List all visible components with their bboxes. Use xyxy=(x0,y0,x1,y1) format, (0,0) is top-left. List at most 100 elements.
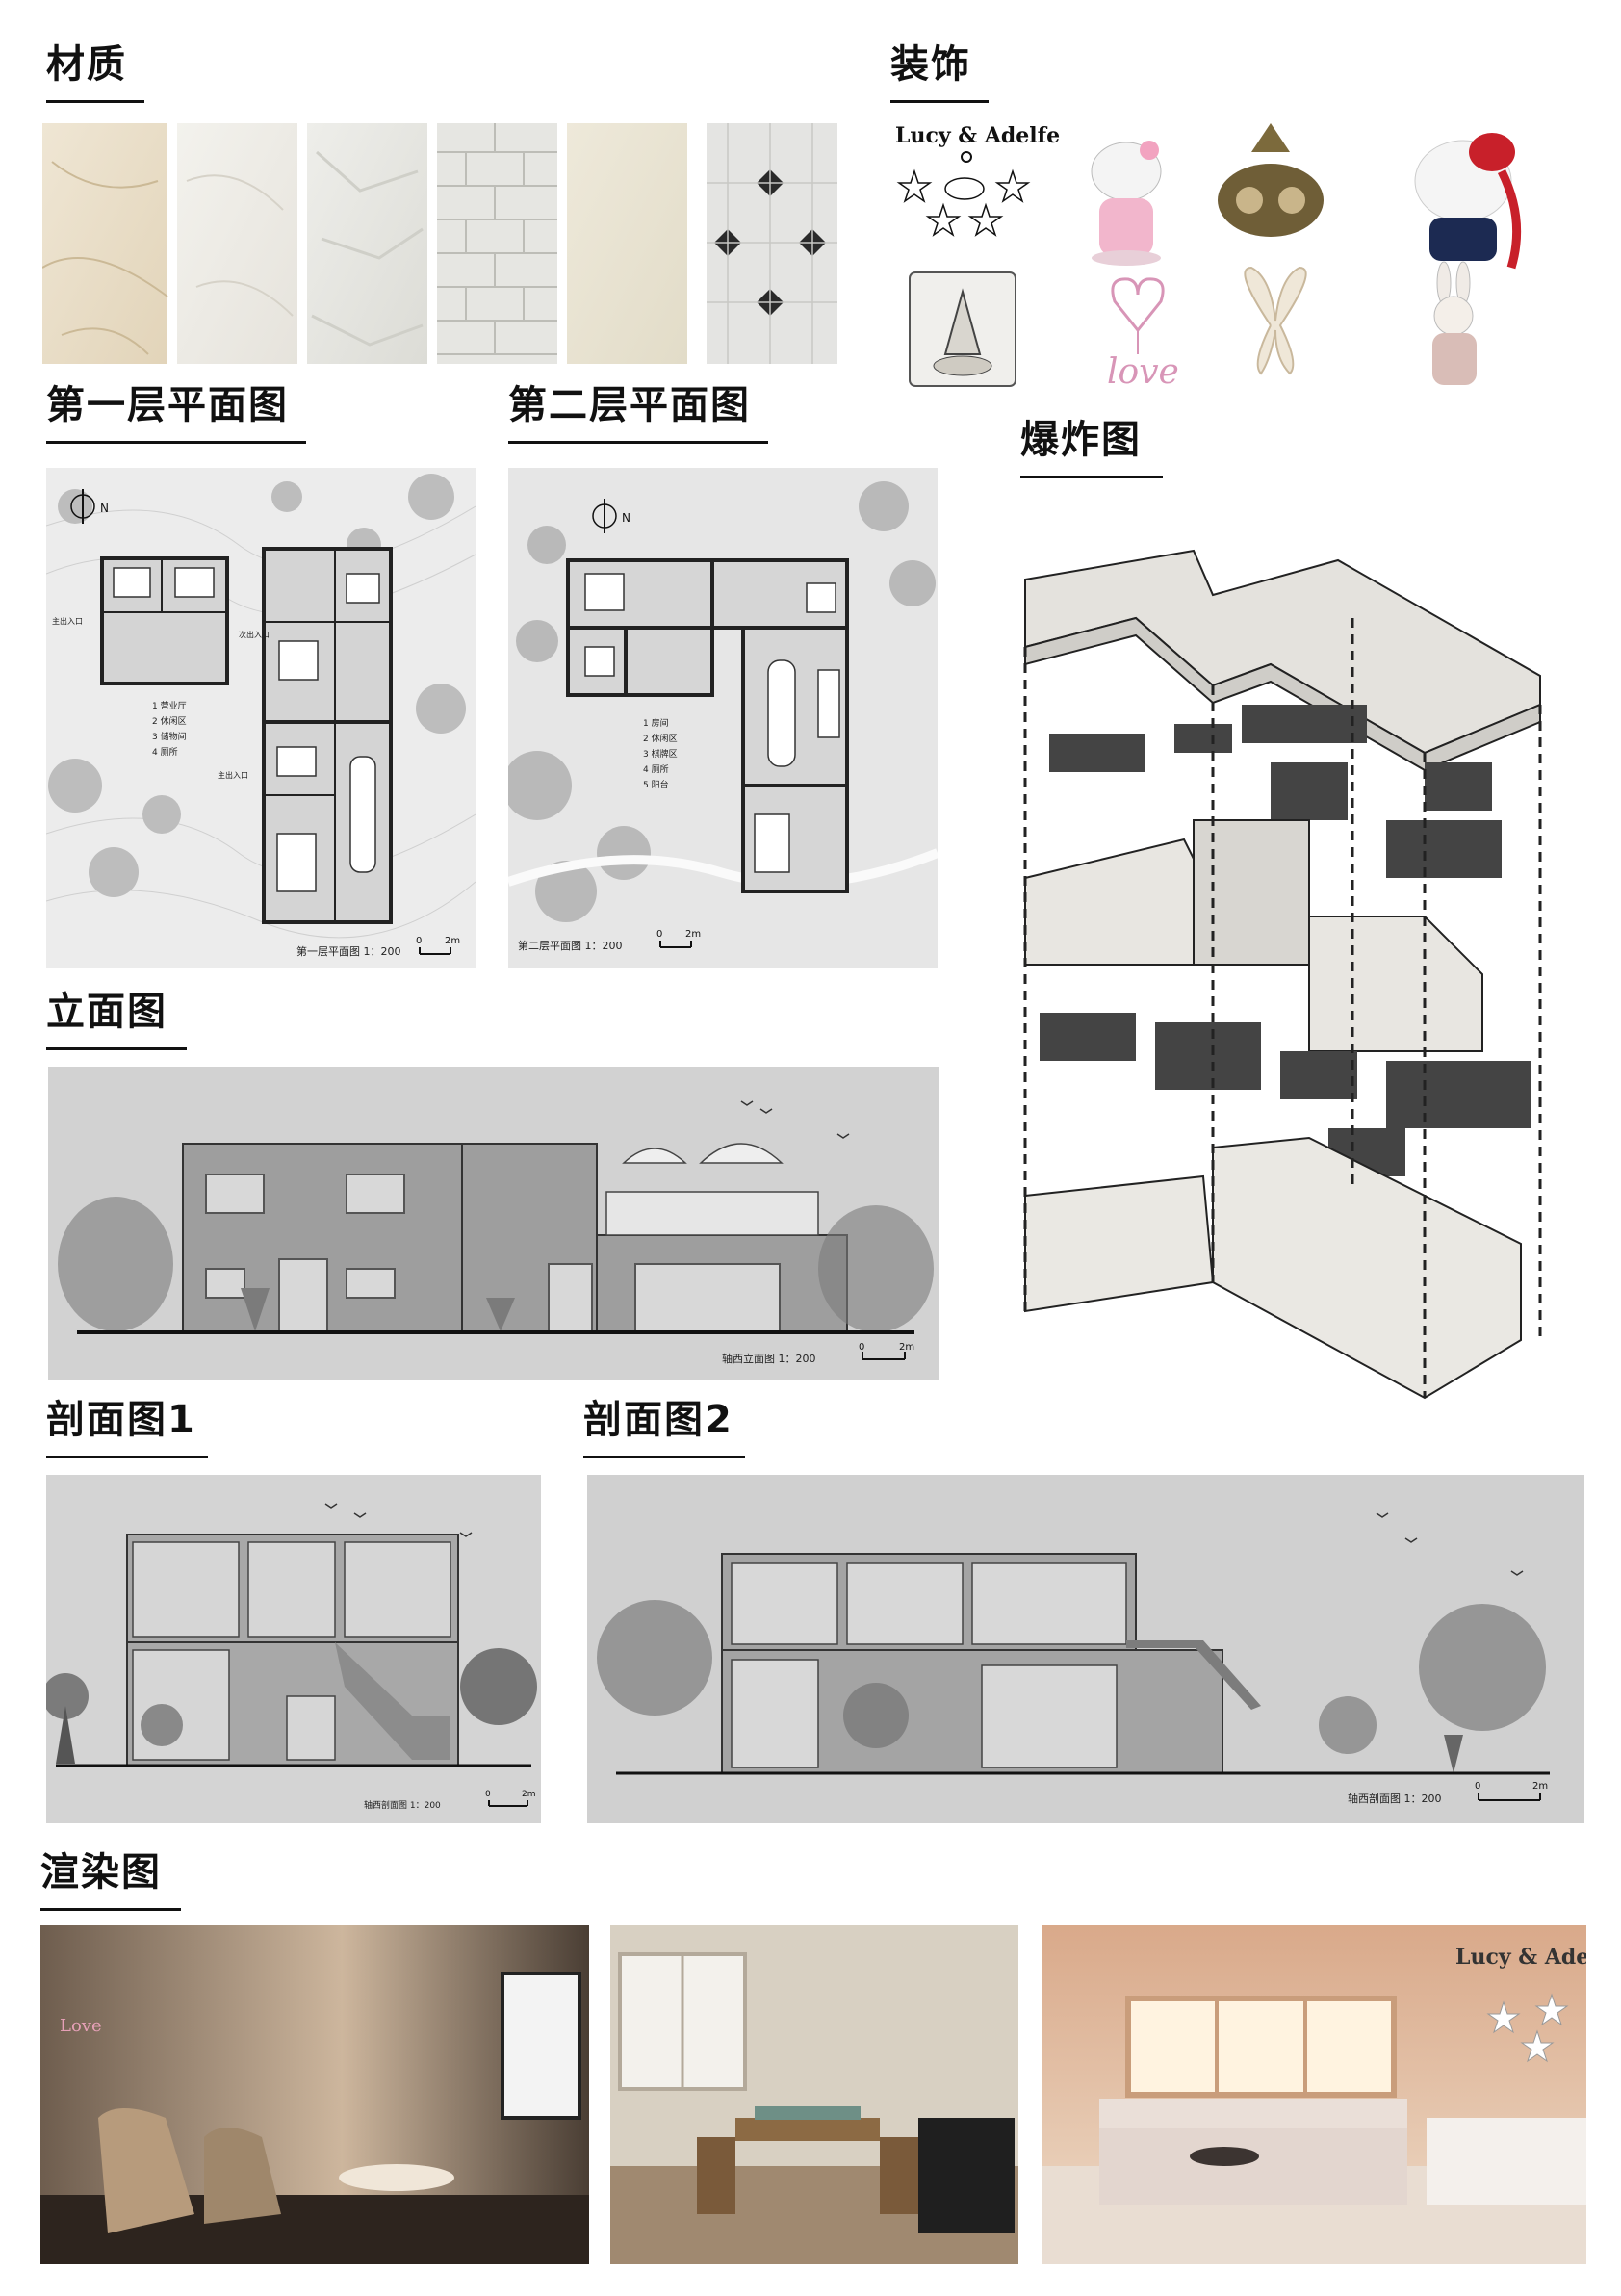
exploded-diagram xyxy=(1020,512,1559,1456)
svg-text:2m: 2m xyxy=(685,929,701,940)
kitty-plush-red-bow xyxy=(1414,133,1522,270)
floor2-path xyxy=(508,848,938,889)
side-table xyxy=(339,2164,454,2191)
materials-underline xyxy=(46,100,144,103)
material-brick-white xyxy=(437,123,557,364)
svg-text:2m: 2m xyxy=(899,1342,914,1353)
section1-trees xyxy=(46,1648,537,1764)
exploded-underline xyxy=(1020,476,1163,478)
section1-stair xyxy=(335,1642,450,1760)
wall-stars xyxy=(1486,1993,1569,2063)
renders-heading: 渲染图 xyxy=(40,1850,162,1895)
floor2-trees xyxy=(508,481,936,922)
render-massage-room: Love xyxy=(40,1925,589,2264)
floor1-caption: 第一层平面图 1：200 xyxy=(296,944,401,958)
section1-drawing: 轴西剖面图 1：200 0 2m xyxy=(46,1475,541,1823)
render-game-room xyxy=(610,1925,1018,2264)
floor1-scale-bar: 0 2m xyxy=(416,936,460,955)
floor2-furniture xyxy=(584,573,840,873)
floor1-building xyxy=(100,547,393,924)
love-neon-sign: love xyxy=(1107,277,1179,392)
butterfly-wall-decoration xyxy=(1244,266,1307,375)
decoration-items: Lucy & Adelfe xyxy=(886,114,1579,402)
svg-text:0: 0 xyxy=(1475,1781,1480,1792)
projector-screen xyxy=(501,1972,581,2120)
floor1-underline xyxy=(46,441,306,444)
section2-heading: 剖面图2 xyxy=(583,1398,733,1442)
svg-text:0: 0 xyxy=(656,929,662,940)
floor2-plan: N 1 房间 2 休闲区 3 棋牌区 4 厕所 5 阳台 第二层平面图 1：20… xyxy=(508,468,938,968)
section1-caption: 轴西剖面图 1：200 xyxy=(364,1799,441,1811)
lucy-sign-text: Lucy & Adelfe xyxy=(895,123,1060,148)
section2-caption: 轴西剖面图 1：200 xyxy=(1348,1792,1442,1805)
floor2-scale-bar: 0 2m xyxy=(656,929,701,948)
material-plaster-texture xyxy=(307,123,427,364)
material-white-marble xyxy=(177,123,297,364)
section1-underline xyxy=(46,1456,208,1458)
elevation-caption: 轴西立面图 1：200 xyxy=(722,1352,816,1365)
love-neon-text: love xyxy=(1107,352,1179,392)
lucy-sign-decoration: Lucy & Adelfe xyxy=(895,123,1060,237)
section1-heading: 剖面图1 xyxy=(46,1398,196,1442)
section2-underline xyxy=(583,1456,745,1458)
floor1-furniture xyxy=(113,567,380,892)
section2-stair xyxy=(1126,1640,1261,1710)
svg-text:2m: 2m xyxy=(522,1790,536,1799)
mahjong-table xyxy=(735,2118,880,2141)
elevation-trees xyxy=(58,1197,934,1332)
decorations-heading: 装饰 xyxy=(890,42,971,87)
decorations-underline xyxy=(890,100,989,103)
floor2-caption: 第二层平面图 1：200 xyxy=(518,939,623,952)
floor2-legend: 1 房间 2 休闲区 3 棋牌区 4 厕所 5 阳台 xyxy=(643,717,678,790)
entrance-label-c: 主出入口 xyxy=(218,770,248,780)
section2-rooms xyxy=(731,1562,1127,1768)
tv-cabinet xyxy=(1427,2118,1586,2205)
renders-underline xyxy=(40,1908,181,1911)
lower-furniture-layer xyxy=(1040,1013,1531,1176)
exploded-guide-lines xyxy=(1023,618,1542,1398)
svg-text:0: 0 xyxy=(485,1790,491,1799)
rabbit-figurine xyxy=(1432,261,1477,385)
section2-scale-bar: 0 2m xyxy=(1475,1781,1548,1801)
antique-frame-decoration xyxy=(1218,123,1324,237)
render-lounge: Lucy & Ade xyxy=(1042,1925,1586,2264)
svg-text:3 棋牌区: 3 棋牌区 xyxy=(643,748,678,760)
wall-love-text: Love xyxy=(60,2016,102,2036)
floor1-plan: N 1 营业厅 2 休闲区 3 储物间 4 厕所 主出入口 次出入口 xyxy=(46,468,476,968)
praying-hands-candle xyxy=(909,271,1016,387)
svg-text:2m: 2m xyxy=(1532,1781,1548,1792)
material-cream-stucco xyxy=(567,123,687,364)
elevation-windows xyxy=(205,1174,781,1332)
elevation-heading: 立面图 xyxy=(46,990,167,1034)
section1-rooms xyxy=(132,1541,451,1761)
floor1-walls xyxy=(102,549,391,922)
svg-text:4 厕所: 4 厕所 xyxy=(152,747,178,758)
floor1-heading: 第一层平面图 xyxy=(46,383,289,427)
svg-text:4 厕所: 4 厕所 xyxy=(643,764,669,775)
materials-heading: 材质 xyxy=(46,42,127,87)
massage-chair xyxy=(98,2108,194,2233)
svg-text:2 休闲区: 2 休闲区 xyxy=(152,715,187,727)
north-arrow-1: N xyxy=(70,489,109,524)
material-swatches xyxy=(42,123,837,364)
elevation-umbrellas xyxy=(605,1143,819,1236)
svg-text:5 阳台: 5 阳台 xyxy=(643,779,669,790)
armchair xyxy=(918,2118,1015,2233)
floor2-heading: 第二层平面图 xyxy=(508,383,751,427)
svg-text:2 休闲区: 2 休闲区 xyxy=(643,733,678,744)
lounge-window xyxy=(1125,1996,1397,2098)
section2-birds xyxy=(1376,1512,1524,1576)
elevation-underline xyxy=(46,1047,187,1050)
svg-text:0: 0 xyxy=(416,936,422,946)
north-arrow-2: N xyxy=(592,499,630,533)
exploded-heading: 爆炸图 xyxy=(1020,418,1142,462)
section1-birds xyxy=(324,1503,473,1537)
lounge-sign-text: Lucy & Ade xyxy=(1455,1945,1586,1970)
svg-text:3 储物间: 3 储物间 xyxy=(152,731,187,742)
elevation-birds xyxy=(740,1100,850,1139)
north-label-1: N xyxy=(100,502,109,515)
svg-text:1 营业厅: 1 营业厅 xyxy=(152,700,187,711)
section2-trees xyxy=(597,1600,1546,1773)
north-label-2: N xyxy=(622,511,630,525)
material-marble-beige xyxy=(42,123,168,364)
